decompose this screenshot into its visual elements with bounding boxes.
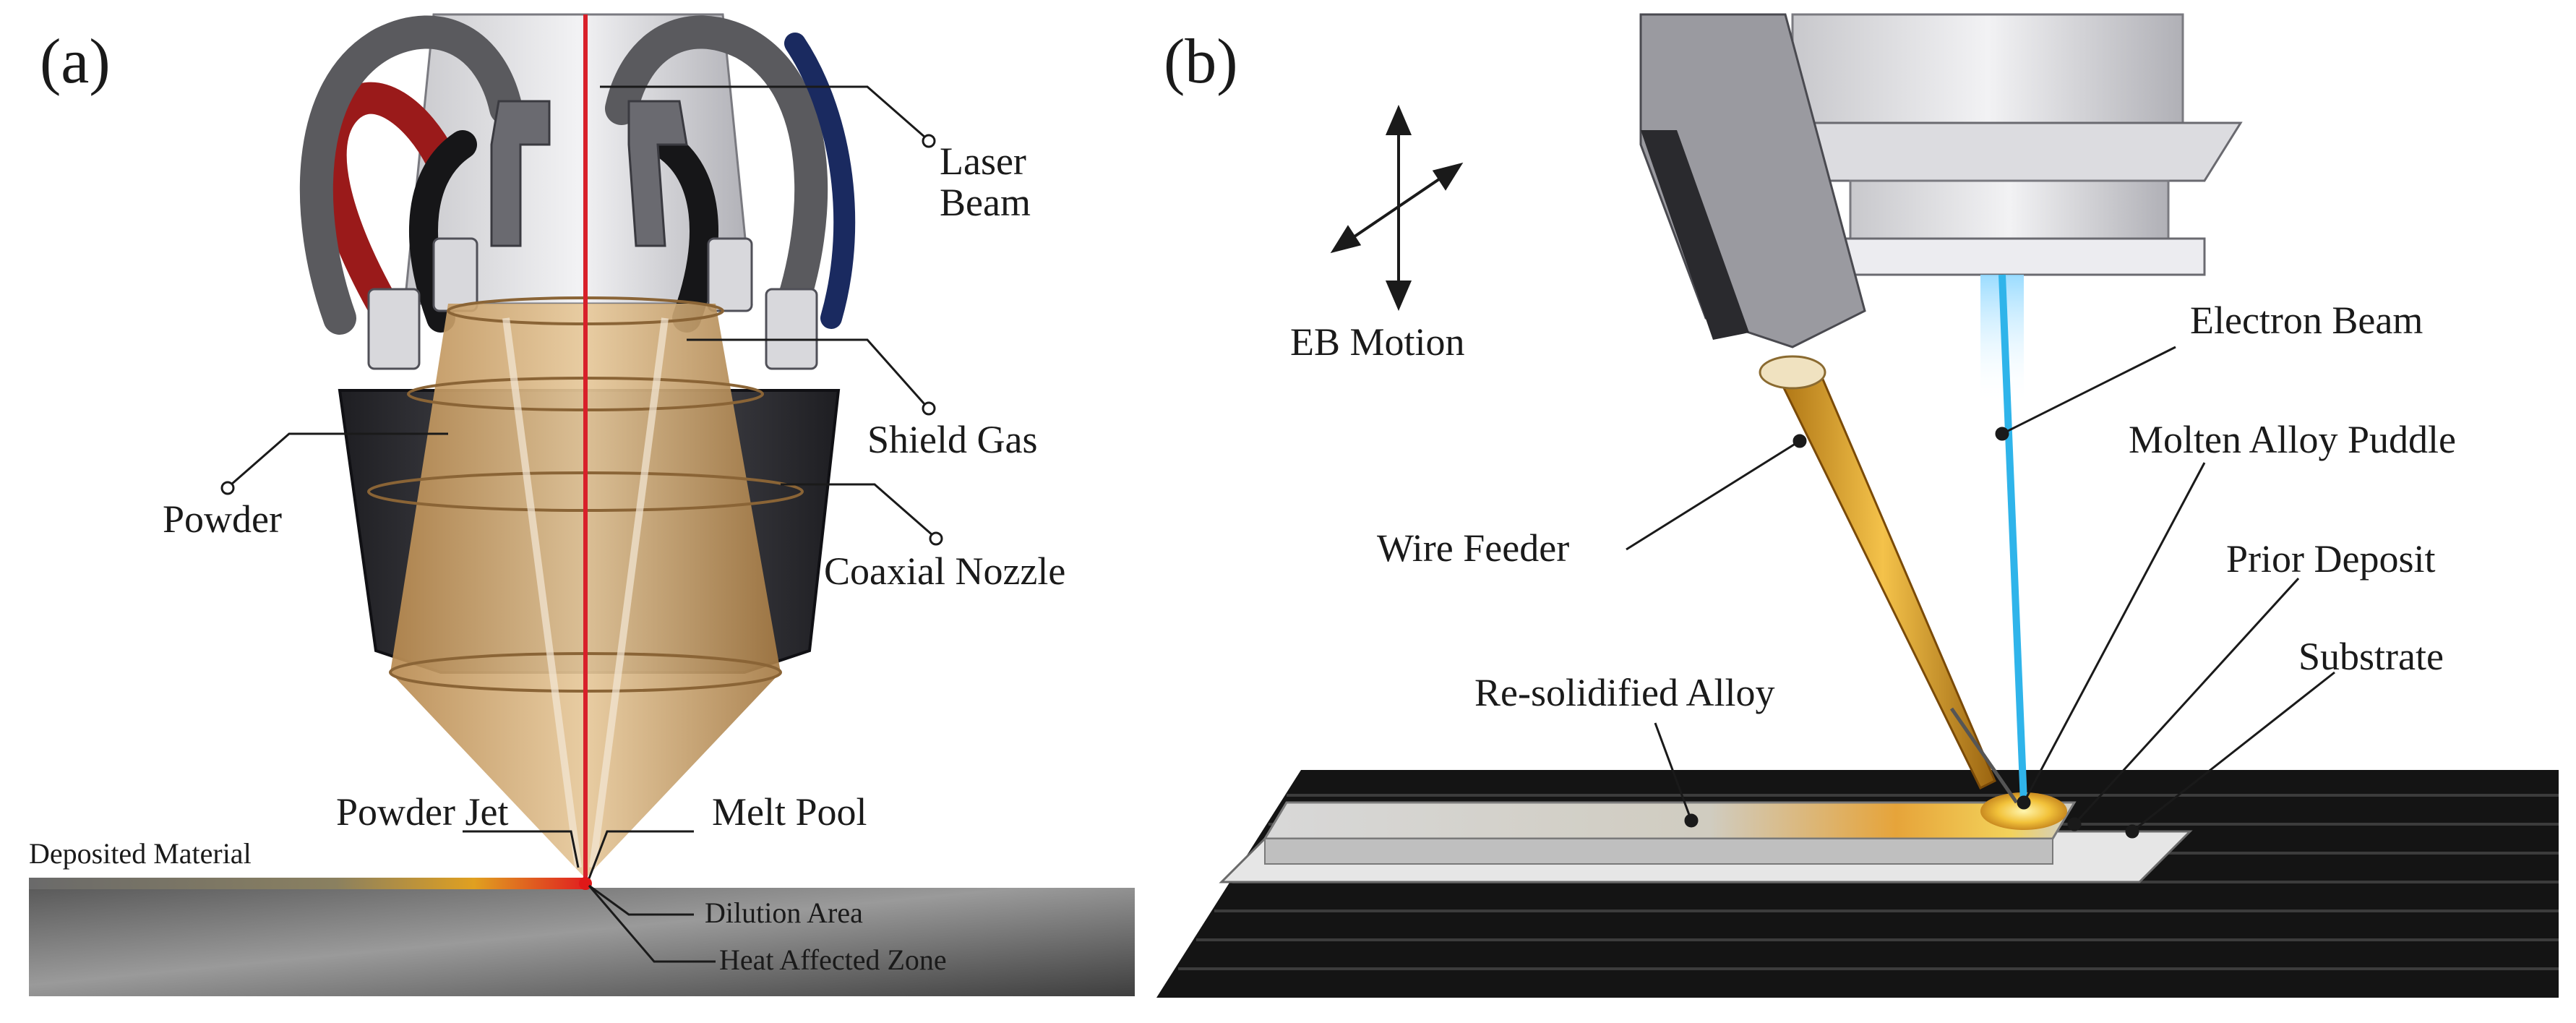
label-prior-deposit: Prior Deposit [2226, 537, 2436, 581]
eb-gun-upper [1791, 13, 2184, 124]
bracket-right [627, 100, 688, 247]
eb-gun-flange [1790, 121, 2243, 182]
leader-dilution [588, 884, 694, 916]
label-melt-pool: Melt Pool [712, 790, 867, 834]
leader-powder-jet [463, 830, 580, 868]
substrate-a [29, 888, 1135, 996]
leader-molten-puddle [2022, 462, 2206, 803]
panel-b-label: (b) [1164, 27, 1238, 97]
label-substrate: Substrate [2298, 635, 2444, 678]
leader-prior-deposit [2073, 577, 2300, 826]
wire-feeder-collar [1759, 355, 1826, 390]
fitting-right-1 [707, 237, 753, 312]
leader-haz [588, 885, 716, 963]
label-dilution-area: Dilution Area [705, 896, 863, 929]
hose-left-inner [409, 130, 477, 333]
powder-stream-right [589, 317, 669, 868]
label-deposited-material: Deposited Material [29, 837, 252, 870]
label-heat-affected-zone: Heat Affected Zone [719, 943, 947, 976]
electron-beam-line [1998, 274, 2027, 803]
label-shield-gas: Shield Gas [867, 418, 1038, 461]
feeder-arm-dark [1641, 130, 1749, 340]
leader-laser-beam [600, 85, 926, 139]
deposit-track [1263, 801, 2077, 840]
deposited-material-band [29, 878, 585, 889]
bracket-left [490, 100, 551, 247]
leaders-b [1626, 346, 2335, 839]
molten-puddle [1980, 792, 2067, 830]
leader-substrate [2131, 671, 2335, 833]
label-molten-alloy-puddle: Molten Alloy Puddle [2129, 418, 2457, 461]
leader-shield-gas [687, 338, 927, 406]
leaders-a [220, 85, 943, 963]
label-powder-jet: Powder Jet [336, 790, 509, 834]
eb-gun-ring [1820, 237, 2206, 276]
leader-wire-feeder [1626, 440, 1800, 551]
eb-gun-lower [1849, 179, 2170, 240]
fitting-right-2 [765, 288, 818, 370]
label-wire-feeder: Wire Feeder [1377, 526, 1570, 570]
deposit-front [1264, 838, 2053, 865]
label-laser-beam: Laser Beam [940, 140, 1031, 224]
leader-powder [231, 432, 448, 486]
leader-resolidified [1654, 722, 1693, 821]
label-coaxial-nozzle: Coaxial Nozzle [824, 549, 1066, 593]
hose-left-outer [299, 15, 523, 335]
fitting-left-1 [367, 288, 421, 370]
eb-motion-arrows [1330, 104, 1464, 312]
label-powder: Powder [163, 497, 282, 541]
panel-a-graphic [29, 13, 1135, 996]
wire [1949, 707, 2019, 804]
powder-stream-left [502, 317, 582, 868]
label-re-solidified-alloy: Re-solidified Alloy [1474, 671, 1775, 714]
panel-b-graphic [1156, 13, 2559, 998]
label-eb-motion: EB Motion [1290, 320, 1465, 364]
label-electron-beam: Electron Beam [2190, 299, 2423, 342]
panel-a-label: (a) [40, 27, 111, 97]
hose-right-outer [605, 15, 828, 335]
hose-blue [784, 33, 856, 329]
hose-right-inner [651, 130, 718, 333]
leader-coaxial-nozzle [781, 483, 933, 536]
leader-melt-pool [588, 830, 694, 879]
leader-electron-beam [2001, 346, 2176, 435]
fitting-left-2 [432, 237, 478, 312]
